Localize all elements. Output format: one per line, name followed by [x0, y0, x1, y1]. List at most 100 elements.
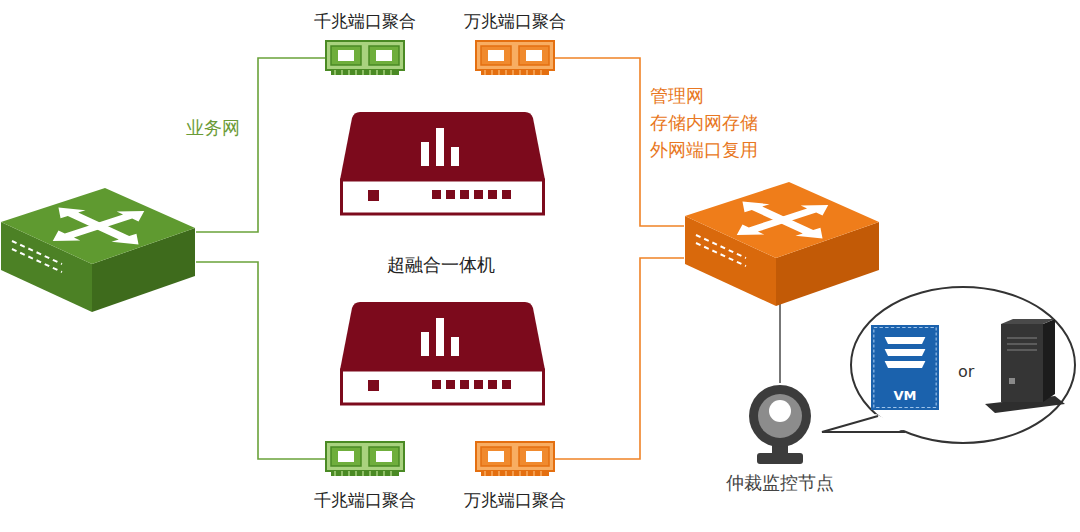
card-pin [355, 471, 357, 476]
bubble-tail-fill [822, 414, 907, 432]
appliance-logo [421, 318, 459, 356]
vm-server-bar [885, 361, 926, 368]
ten-gigabit-nic: 万兆端口聚合 [475, 441, 555, 477]
card-port [519, 447, 549, 466]
appliance-base [342, 180, 544, 214]
vm-server-bar [885, 337, 926, 344]
vm-text: VM [871, 388, 939, 404]
card-pin [334, 471, 336, 476]
bubble-tail [822, 416, 905, 432]
product-label: 超融合一体机 [387, 253, 495, 276]
card-pin [533, 70, 535, 75]
card-port-hole [338, 50, 354, 61]
arb-body [749, 385, 811, 447]
card-pin [498, 70, 500, 75]
appliance-led [368, 190, 379, 201]
card-pin [484, 471, 486, 476]
card-pin [376, 70, 378, 75]
switch-top [685, 182, 879, 258]
card-pin [533, 471, 535, 476]
card-pin [526, 70, 528, 75]
network-link [555, 258, 684, 459]
appliance [340, 302, 545, 404]
switch-ports [12, 241, 62, 272]
card-pin [498, 471, 500, 476]
appliance-led [368, 380, 379, 391]
network-link [779, 304, 781, 383]
ten-gigabit-switch [684, 180, 880, 308]
pc-vents [1007, 338, 1037, 350]
card-pin [540, 70, 542, 75]
card-port-hole [488, 50, 504, 61]
pc-top [1001, 319, 1055, 324]
card-port [519, 46, 549, 65]
card-pin [505, 471, 507, 476]
card-board [326, 442, 404, 471]
card-pin [376, 471, 378, 476]
card-port [369, 46, 399, 65]
card-pin [390, 70, 392, 75]
gigabit-switch [0, 186, 196, 314]
pc-button [1009, 378, 1015, 384]
card-pin [512, 471, 514, 476]
card-pin [341, 471, 343, 476]
card-pin [526, 471, 528, 476]
card-pin [491, 471, 493, 476]
card-port [331, 46, 361, 65]
node-label: 万兆端口聚合 [464, 10, 566, 32]
arbitration-node: 仲裁监控节点 [745, 383, 815, 465]
card-pin [362, 70, 364, 75]
gigabit-nic-shape [325, 40, 405, 76]
card-port [369, 447, 399, 466]
card-port-hole [488, 451, 504, 462]
card-pin [519, 471, 521, 476]
card-pin [505, 70, 507, 75]
appliance [340, 112, 545, 214]
gigabit-switch-shape [0, 186, 196, 314]
arb-base [757, 453, 803, 464]
node-label: 千兆端口聚合 [314, 10, 416, 32]
card-pin [512, 70, 514, 75]
gigabit-nic-shape [325, 441, 405, 477]
vm-panel [871, 325, 939, 410]
node-label: 仲裁监控节点 [726, 471, 834, 495]
card-board [326, 41, 404, 70]
network-label: 业务网 [184, 114, 242, 141]
speech-bubble [822, 287, 1075, 443]
card-port-hole [376, 50, 392, 61]
appliance-body [340, 302, 545, 370]
mini-pc [985, 319, 1065, 413]
card-port [481, 447, 511, 466]
card-pin [383, 70, 385, 75]
gigabit-nic: 千兆端口聚合 [325, 441, 405, 477]
card-port-hole [338, 451, 354, 462]
card-port-hole [526, 50, 542, 61]
arbitration-node-shape [745, 383, 815, 465]
ten-gigabit-nic-shape [475, 40, 555, 76]
ten-gigabit-nic-shape [475, 441, 555, 477]
ten-gigabit-switch-shape [684, 180, 880, 308]
vm-server-bar [885, 349, 926, 356]
ten-gigabit-nic: 万兆端口聚合 [475, 40, 555, 76]
appliance-logo [421, 128, 459, 166]
arb-lens [769, 400, 791, 422]
switch-top [1, 188, 195, 264]
appliance-base [342, 370, 544, 404]
card-pin [383, 471, 385, 476]
switch-arrows [697, 187, 869, 254]
appliance-ports [432, 380, 511, 389]
or-label: or [958, 362, 974, 383]
node-label: 万兆端口聚合 [464, 489, 566, 511]
card-board [476, 442, 554, 471]
card-pin [348, 471, 350, 476]
network-link [196, 58, 325, 232]
card-pin [484, 70, 486, 75]
card-pin [540, 471, 542, 476]
card-pin [491, 70, 493, 75]
card-pin [362, 471, 364, 476]
pc-front [1001, 324, 1043, 402]
card-port [331, 447, 361, 466]
card-pin [341, 70, 343, 75]
card-pin [355, 70, 357, 75]
